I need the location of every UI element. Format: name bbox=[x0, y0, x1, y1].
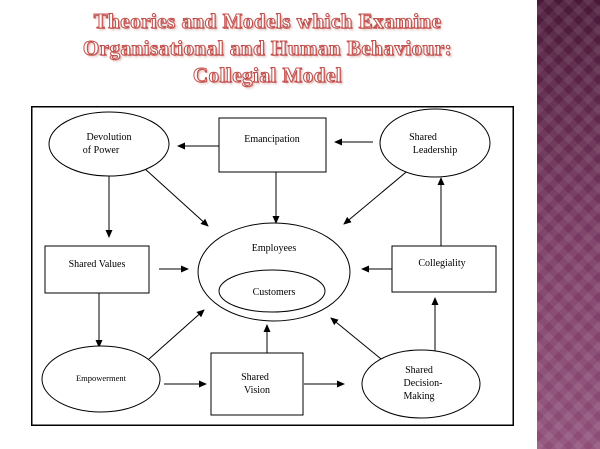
shared-values-label: Shared Values bbox=[69, 259, 126, 270]
devolution-line-1: Devolution bbox=[87, 132, 132, 143]
slide-title: Theories and Models which Examine Organi… bbox=[0, 8, 535, 89]
node-shared-decision-making: Shared Decision- Making bbox=[361, 349, 481, 419]
decorative-sidebar bbox=[537, 0, 600, 449]
title-line-1: Theories and Models which Examine bbox=[93, 9, 442, 34]
node-employees: Employees Customers bbox=[197, 222, 351, 322]
arrow-devolution-to-employees bbox=[143, 167, 209, 227]
node-shared-leadership: Shared Leadership bbox=[379, 108, 491, 178]
shared-vision-line-2: Vision bbox=[244, 385, 270, 396]
node-collegiality: Collegiality bbox=[391, 245, 497, 293]
shared-vision-line-1: Shared bbox=[241, 372, 269, 383]
node-devolution-of-power: Devolution of Power bbox=[48, 111, 170, 177]
empowerment-label: Empowerment bbox=[76, 373, 127, 383]
arrow-empowerment-to-employees bbox=[148, 309, 205, 360]
collegiality-label: Collegiality bbox=[418, 258, 465, 269]
node-shared-values: Shared Values bbox=[44, 245, 150, 294]
arrow-decision-to-employees bbox=[330, 317, 387, 364]
shared-decision-line-2: Decision- bbox=[404, 378, 443, 389]
employees-label: Employees bbox=[252, 243, 297, 254]
node-empowerment: Empowerment bbox=[41, 345, 161, 413]
devolution-line-2: of Power bbox=[83, 145, 120, 156]
title-line-3: Collegial Model bbox=[192, 63, 343, 88]
shared-decision-line-1: Shared bbox=[405, 365, 433, 376]
node-shared-vision: Shared Vision bbox=[210, 352, 304, 416]
arrow-leadership-to-employees bbox=[343, 167, 412, 225]
shared-decision-line-3: Making bbox=[403, 391, 434, 402]
node-emancipation: Emancipation bbox=[218, 117, 327, 173]
customers-label: Customers bbox=[253, 287, 296, 298]
title-line-2: Organisational and Human Behaviour: bbox=[82, 36, 453, 61]
connector-arrows bbox=[95, 138, 445, 388]
emancipation-label: Emancipation bbox=[244, 134, 300, 145]
shared-leadership-line-1: Shared bbox=[409, 132, 437, 143]
collegial-model-diagram: Devolution of Power Emancipation Shared … bbox=[31, 106, 514, 426]
shared-leadership-line-2: Leadership bbox=[413, 145, 457, 156]
node-customers bbox=[218, 269, 326, 313]
